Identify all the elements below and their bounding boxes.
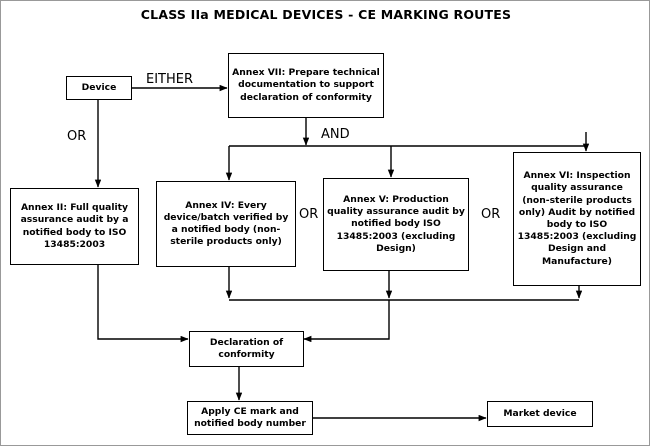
connector-label-or-device: OR: [67, 129, 87, 144]
node-annex-iv[interactable]: Annex IV: Every device/batch verified by…: [156, 181, 296, 267]
edge-annex2-to-declaration: [97, 265, 189, 343]
node-annex-v[interactable]: Annex V: Production quality assurance au…: [323, 178, 469, 271]
node-declaration-of-conformity[interactable]: Declaration of conformity: [189, 331, 304, 367]
node-annex-vii[interactable]: Annex VII: Prepare technical documentati…: [228, 53, 384, 118]
node-device[interactable]: Device: [66, 76, 132, 100]
edge-collector-to-declaration: [303, 300, 390, 343]
node-market-device[interactable]: Market device: [487, 401, 593, 427]
connector-label-or-iv-v: OR: [299, 207, 319, 222]
connector-label-either: EITHER: [146, 72, 194, 87]
node-apply-ce-mark[interactable]: Apply CE mark and notified body number: [187, 401, 313, 435]
connector-label-and: AND: [321, 127, 350, 142]
node-annex-ii[interactable]: Annex II: Full quality assurance audit b…: [10, 188, 139, 265]
connector-label-or-v-vi: OR: [481, 207, 501, 222]
page-title: CLASS IIa MEDICAL DEVICES - CE MARKING R…: [140, 7, 512, 22]
node-annex-vi[interactable]: Annex VI: Inspection quality assurance (…: [513, 152, 641, 286]
